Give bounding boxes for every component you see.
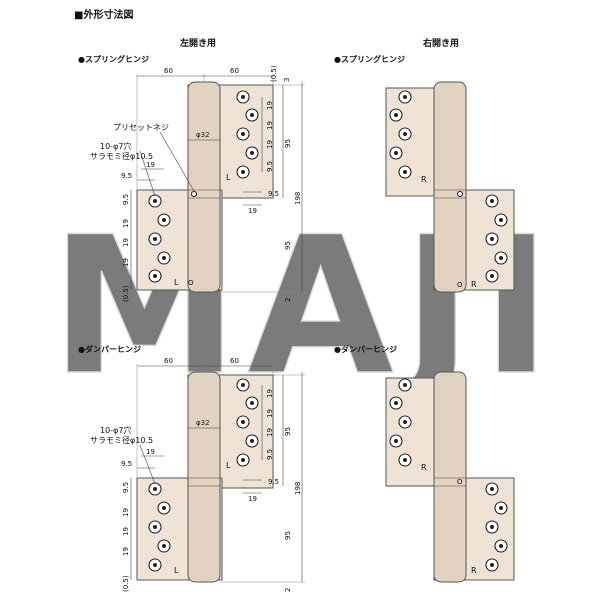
knuckle-barrel — [433, 81, 467, 293]
dim-9-5-h-lower: 9.5 — [121, 172, 132, 180]
column-title-right: 右開き用 — [422, 37, 459, 49]
dim-9-5-u: 9.5 — [266, 449, 274, 460]
label-holes: 10-φ7穴 — [100, 425, 131, 435]
dim-19-h-lower: 19 — [146, 161, 155, 169]
mark-l-lower: L — [174, 278, 179, 287]
lower-holes — [148, 482, 171, 572]
dim-19-u2: 19 — [266, 409, 274, 418]
dim-95-lower: 95 — [284, 241, 292, 250]
dim-19-l3: 19 — [122, 258, 130, 267]
dim-diameter-32: φ32 — [196, 419, 210, 427]
mark-r-lower: R — [471, 280, 477, 289]
dim-9-5-l: 9.5 — [122, 194, 130, 205]
label-countersink: サラモミ径φ10.5 — [90, 151, 153, 161]
dim-19-l2: 19 — [122, 238, 130, 247]
dim-198: 198 — [294, 482, 302, 495]
label-countersink: サラモミ径φ10.5 — [90, 435, 153, 445]
dim-0-5-bottom: (0.5) — [122, 575, 130, 592]
dim-19-l1: 19 — [122, 219, 130, 228]
mark-l-upper: L — [226, 173, 231, 182]
damper-hinge-right: R R O — [385, 371, 515, 583]
mark-l-lower: L — [174, 566, 179, 575]
section-title-spring-right: ●スプリングヒンジ — [334, 54, 405, 64]
dim-2-bottom: 2 — [284, 588, 292, 592]
knuckle-barrel — [433, 371, 467, 583]
dim-2-bottom: 2 — [284, 298, 292, 302]
upper-holes — [389, 378, 412, 467]
upper-holes — [236, 90, 259, 179]
lower-holes — [148, 194, 171, 283]
dim-19-l1: 19 — [122, 508, 130, 517]
damper-hinge-left: L L 60 60 95 198 95 2 19 19 — [90, 357, 305, 592]
dim-9-5-h-lower: 9.5 — [121, 460, 132, 468]
label-preset-screw: プリセットネジ — [113, 123, 169, 132]
upper-holes — [389, 90, 412, 179]
dim-9-5-h-upper: 9.5 — [268, 190, 279, 198]
dim-19-h-upper: 19 — [248, 495, 257, 503]
dim-95-lower: 95 — [284, 531, 292, 540]
dim-19-h-upper: 19 — [248, 207, 257, 215]
dim-19-u3: 19 — [266, 140, 274, 149]
mark-o: O — [188, 279, 194, 287]
dim-198: 198 — [294, 192, 302, 205]
watermark: MAJI — [50, 196, 560, 417]
spring-hinge-right: R R O — [385, 81, 515, 293]
knuckle-barrel — [187, 81, 221, 293]
dim-width-60-b: 60 — [230, 357, 239, 365]
dim-width-60-a: 60 — [164, 67, 173, 75]
dim-width-60-b: 60 — [230, 67, 239, 75]
dim-19-l3: 19 — [122, 547, 130, 556]
preset-screw-icon — [190, 190, 198, 198]
spring-hinge-left: L L O 60 60 (0.5) 3 95 — [90, 65, 305, 302]
dim-diameter-32: φ32 — [196, 131, 210, 139]
mark-r-upper: R — [421, 175, 427, 184]
section-title-damper-left: ●ダンパーヒンジ — [78, 344, 141, 354]
dim-9-5-l: 9.5 — [122, 482, 130, 493]
mark-r-lower: R — [471, 566, 477, 575]
dim-0-5-top: (0.5) — [270, 65, 278, 82]
knuckle-barrel — [187, 371, 221, 583]
dim-19-u3: 19 — [266, 428, 274, 437]
dim-19-h-lower: 19 — [146, 448, 155, 456]
dim-width-60-a: 60 — [164, 357, 173, 365]
section-title-spring-left: ●スプリングヒンジ — [78, 54, 149, 64]
mark-r-upper: R — [421, 463, 427, 472]
dim-19-u1: 19 — [266, 101, 274, 110]
dim-19-u1: 19 — [266, 389, 274, 398]
upper-holes — [236, 378, 259, 467]
dim-19-u2: 19 — [266, 121, 274, 130]
dim-95-upper: 95 — [284, 139, 292, 148]
preset-screw-icon — [456, 190, 464, 198]
page-heading: ■外形寸法図 — [74, 8, 133, 21]
dim-9-5-h-upper: 9.5 — [268, 478, 279, 486]
dim-0-5-bottom: (0.5) — [122, 285, 130, 302]
dim-95-upper: 95 — [284, 427, 292, 436]
lower-holes — [485, 194, 508, 283]
lower-holes — [485, 482, 508, 572]
dim-19-l2: 19 — [122, 527, 130, 536]
mark-o: O — [457, 478, 463, 486]
label-holes: 10-φ7穴 — [100, 141, 131, 151]
section-title-damper-right: ●ダンパーヒンジ — [334, 344, 397, 354]
mark-l-upper: L — [226, 461, 231, 470]
dim-3-top: 3 — [283, 78, 291, 82]
dim-9-5-u: 9.5 — [266, 161, 274, 172]
column-title-left: 左開き用 — [179, 37, 216, 49]
mark-o: O — [457, 281, 463, 289]
